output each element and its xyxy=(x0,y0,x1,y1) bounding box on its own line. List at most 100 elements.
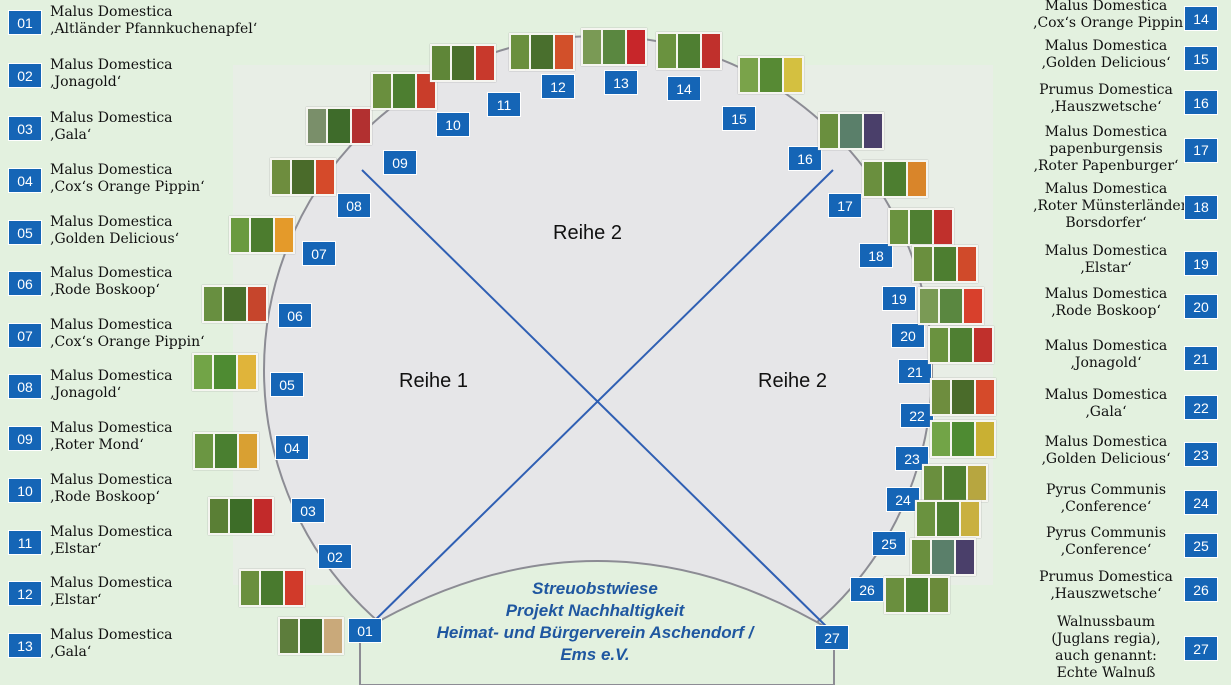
tree-position-marker: 14 xyxy=(667,76,701,101)
variety-name: Malus Domestica‚Golden Delicious‘ xyxy=(1033,434,1179,468)
tree-photo xyxy=(531,35,553,69)
variety-name: Prumus Domestica‚Hauszwetsche‘ xyxy=(1033,569,1179,603)
tree-photo xyxy=(924,466,942,500)
tree-photo xyxy=(432,46,450,80)
tree-photo-strip xyxy=(581,28,647,66)
variety-number-badge: 18 xyxy=(1184,194,1218,220)
variety-name: Malus Domestica‚Jonagold‘ xyxy=(50,368,260,402)
variety-number-badge: 05 xyxy=(8,220,42,245)
tree-position-marker: 16 xyxy=(788,146,822,171)
tree-position-marker: 09 xyxy=(383,150,417,175)
tree-photo xyxy=(930,578,948,612)
variety-name: Malus Domestica‚Golden Delicious‘ xyxy=(1033,38,1179,72)
tree-photo xyxy=(914,247,932,281)
variety-name-line: ‚Roter Münsterländer xyxy=(1033,198,1188,214)
variety-name-line: Malus Domestica xyxy=(1044,124,1168,140)
variety-name-line: Malus Domestica xyxy=(1044,387,1168,403)
tree-photo-strip xyxy=(202,285,268,323)
tree-photo xyxy=(702,34,720,68)
variety-number-badge: 03 xyxy=(8,116,42,141)
tree-photo-strip xyxy=(884,576,950,614)
tree-photo-strip xyxy=(862,160,928,198)
variety-number-badge: 12 xyxy=(8,581,42,606)
tree-photo xyxy=(961,502,979,536)
variety-name-line: ‚Gala‘ xyxy=(50,644,92,660)
variety-name-line: Malus Domestica xyxy=(1044,181,1168,197)
variety-name-line: ‚Jonagold‘ xyxy=(1070,355,1142,371)
variety-name-line: ‚Hauszwetsche‘ xyxy=(1050,586,1162,602)
tree-photo xyxy=(292,160,314,194)
variety-name: Malus Domestica‚Gala‘ xyxy=(1033,387,1179,421)
tree-photo-strip xyxy=(509,33,575,71)
tree-photo xyxy=(886,578,904,612)
variety-name-line: ‚Rode Boskoop‘ xyxy=(50,282,160,298)
variety-name-line: ‚Elstar‘ xyxy=(1080,260,1132,276)
variety-name: Malus Domestica‚Gala‘ xyxy=(50,110,260,144)
variety-name-line: ‚Cox‘s Orange Pippin‘ xyxy=(1033,15,1188,31)
variety-name-line: Malus Domestica xyxy=(50,57,173,73)
tree-photo xyxy=(238,355,256,389)
tree-position-marker: 19 xyxy=(882,286,916,311)
variety-name-line: Malus Domestica xyxy=(50,472,173,488)
tree-photo xyxy=(275,218,293,252)
tree-position-marker: 18 xyxy=(859,243,893,268)
variety-name-line: ‚Elstar‘ xyxy=(50,592,102,608)
tree-photo xyxy=(964,289,982,323)
tree-photo xyxy=(974,328,992,362)
tree-position-marker: 13 xyxy=(604,70,638,95)
tree-photo xyxy=(239,434,257,468)
tree-photo-strip xyxy=(818,112,884,150)
tree-photo-strip xyxy=(922,464,988,502)
variety-name-line: Malus Domestica xyxy=(1044,38,1168,54)
tree-photo-strip xyxy=(371,72,437,110)
variety-name-line: Malus Domestica xyxy=(1044,286,1168,302)
tree-position-marker: 26 xyxy=(850,577,884,602)
tree-photo-strip xyxy=(306,107,372,145)
tree-position-marker: 06 xyxy=(278,303,312,328)
tree-photo-strip xyxy=(430,44,496,82)
tree-photo xyxy=(920,289,938,323)
tree-photo xyxy=(930,328,948,362)
row2-lower-label: Reihe 2 xyxy=(758,370,827,392)
variety-number-badge: 20 xyxy=(1184,294,1218,319)
variety-name-line: ‚Golden Delicious‘ xyxy=(50,231,180,247)
tree-photo xyxy=(280,619,298,653)
tree-photo-strip xyxy=(278,617,344,655)
variety-number-badge: 22 xyxy=(1184,395,1218,420)
footer-line3: Heimat- und Bürgerverein Aschendorf / xyxy=(436,623,754,642)
variety-name-line: (Juglans regia), xyxy=(1051,631,1161,647)
tree-photo xyxy=(224,287,246,321)
variety-name-line: Prumus Domestica xyxy=(1039,82,1173,98)
tree-photo xyxy=(248,287,266,321)
tree-position-marker: 11 xyxy=(487,92,521,117)
tree-position-marker: 21 xyxy=(898,359,932,384)
tree-photo xyxy=(950,328,972,362)
variety-name-line: Pyrus Communis xyxy=(1045,525,1167,541)
tree-photo xyxy=(373,74,391,108)
tree-photo xyxy=(230,499,252,533)
tree-photo-strip xyxy=(208,497,274,535)
tree-photo-strip xyxy=(192,353,258,391)
tree-photo xyxy=(272,160,290,194)
tree-position-marker: 07 xyxy=(302,241,336,266)
tree-photo xyxy=(254,499,272,533)
tree-photo xyxy=(555,35,573,69)
tree-photo xyxy=(300,619,322,653)
variety-name-line: Pyrus Communis xyxy=(1045,482,1167,498)
variety-name-line: Borsdorfer‘ xyxy=(1065,215,1147,231)
tree-photo xyxy=(890,210,908,244)
tree-photo xyxy=(316,160,334,194)
tree-position-marker: 05 xyxy=(270,372,304,397)
tree-photo xyxy=(511,35,529,69)
tree-photo xyxy=(864,114,882,148)
tree-photo-strip xyxy=(738,56,804,94)
tree-photo xyxy=(285,571,303,605)
bottom-segment xyxy=(359,560,835,685)
tree-photo-strip xyxy=(930,378,996,416)
tree-position-marker: 08 xyxy=(337,193,371,218)
variety-name-line: papenburgensis xyxy=(1049,141,1163,157)
tree-position-marker: 22 xyxy=(900,403,934,428)
tree-photo xyxy=(214,355,236,389)
